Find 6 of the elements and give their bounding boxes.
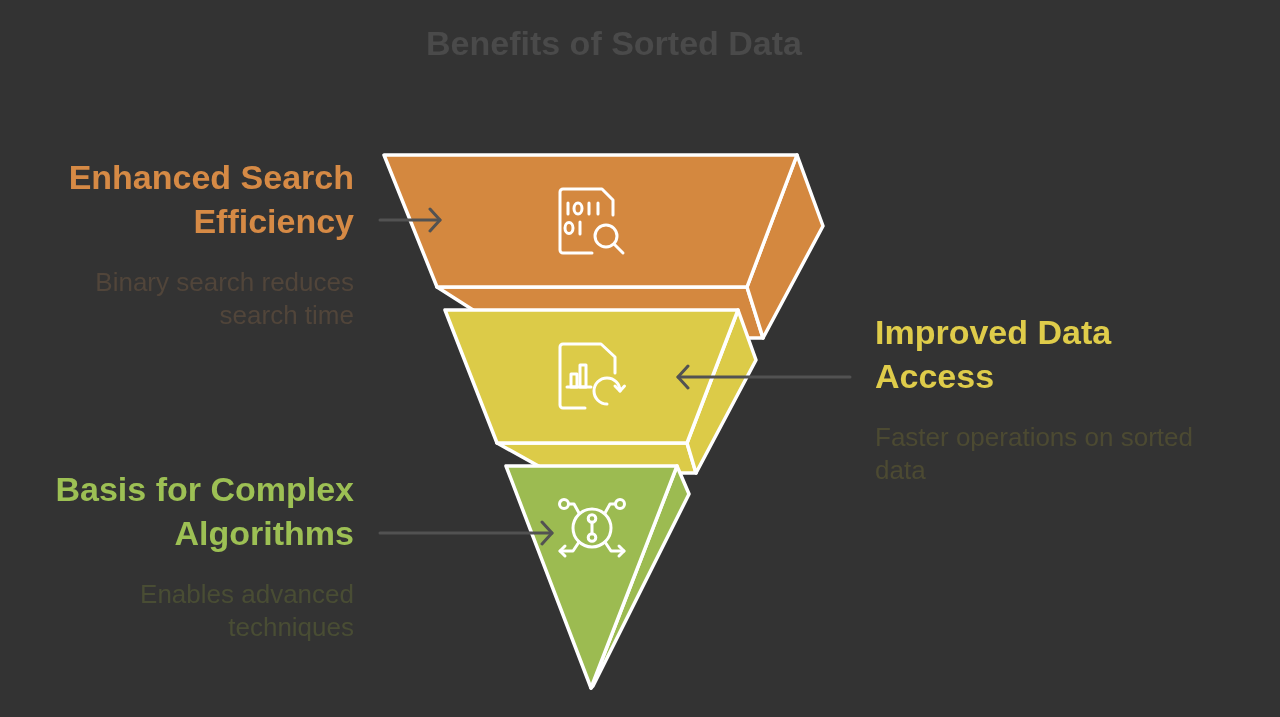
arrow	[378, 520, 554, 546]
arrow	[676, 364, 852, 390]
arrow	[378, 207, 442, 233]
heading: Basis for Complex Algorithms	[54, 469, 354, 554]
heading: Improved Data Access	[875, 312, 1113, 397]
heading: Enhanced Search Efficiency	[67, 157, 354, 242]
